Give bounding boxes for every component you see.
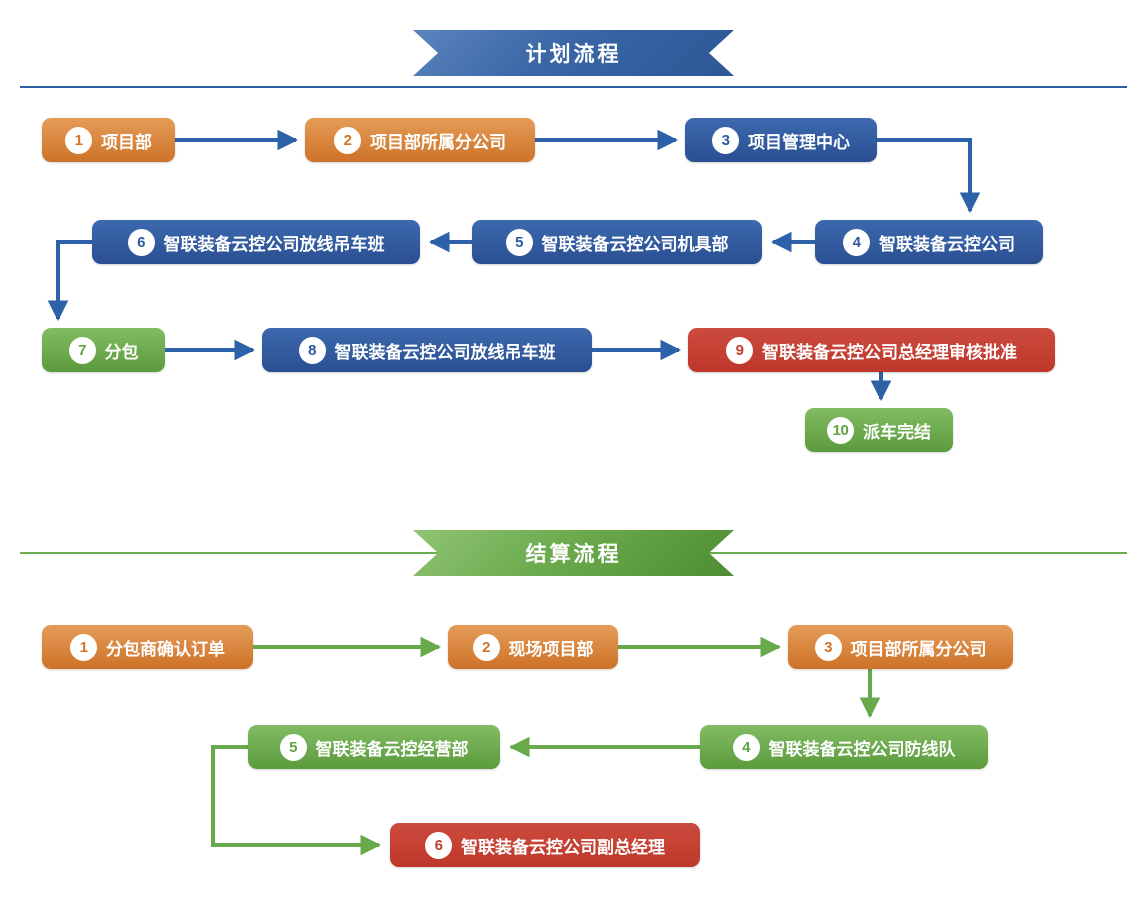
node-settle-6: 6 智联装备云控公司副总经理: [390, 823, 700, 867]
step-label: 智联装备云控公司副总经理: [461, 837, 665, 857]
step-label: 项目部: [101, 132, 152, 152]
plan-banner-ribbon: 计划流程: [413, 30, 734, 76]
step-number-badge: 5: [505, 228, 533, 256]
step-number-badge: 9: [726, 336, 753, 364]
node-settle-4: 4 智联装备云控公司防线队: [700, 725, 988, 769]
connector-plan-3-4: [877, 138, 981, 214]
step-label: 智联装备云控公司总经理审核批准: [762, 342, 1017, 362]
settle-banner-title: 结算流程: [525, 543, 622, 566]
node-plan-4: 4 智联装备云控公司: [815, 220, 1043, 264]
step-number-badge: 3: [712, 126, 739, 154]
connector-plan-6-7: [47, 240, 92, 322]
node-plan-7: 7 分包: [42, 328, 165, 372]
step-number-badge: 5: [279, 733, 307, 761]
step-label: 分包商确认订单: [106, 639, 225, 659]
step-number-badge: 1: [65, 126, 92, 154]
node-plan-9: 9 智联装备云控公司总经理审核批准: [688, 328, 1055, 372]
step-label: 智联装备云控公司机具部: [541, 234, 729, 254]
settle-banner-ribbon: 结算流程: [413, 530, 734, 576]
step-label: 智联装备云控公司放线吊车班: [334, 342, 556, 362]
node-plan-1: 1 项目部: [42, 118, 175, 162]
node-plan-6: 6 智联装备云控公司放线吊车班: [92, 220, 420, 264]
node-plan-10: 10 派车完结: [805, 408, 953, 452]
step-number-badge: 10: [827, 416, 854, 444]
step-label: 项目部所属分公司: [850, 639, 987, 659]
step-number-badge: 2: [334, 126, 361, 154]
step-number-badge: 4: [732, 733, 760, 761]
step-label: 智联装备云控公司放线吊车班: [163, 234, 385, 254]
plan-banner-title: 计划流程: [525, 43, 622, 66]
node-settle-3: 3 项目部所属分公司: [788, 625, 1013, 669]
step-number-badge: 6: [127, 228, 155, 256]
step-number-badge: 4: [843, 228, 870, 256]
step-label: 派车完结: [863, 422, 931, 442]
step-label: 分包: [104, 342, 139, 362]
step-number-badge: 1: [70, 633, 97, 661]
step-number-badge: 2: [472, 633, 500, 661]
plan-divider-line: [20, 86, 1127, 88]
step-label: 智联装备云控公司: [879, 234, 1015, 254]
step-label: 智联装备云控经营部: [315, 739, 469, 759]
node-settle-5: 5 智联装备云控经营部: [248, 725, 500, 769]
step-number-badge: 6: [425, 831, 452, 859]
step-number-badge: 3: [814, 633, 842, 661]
step-number-badge: 8: [298, 336, 326, 364]
node-plan-8: 8 智联装备云控公司放线吊车班: [262, 328, 592, 372]
step-number-badge: 7: [68, 336, 96, 364]
step-label: 智联装备云控公司防线队: [768, 739, 956, 759]
node-plan-2: 2 项目部所属分公司: [305, 118, 535, 162]
node-settle-1: 1 分包商确认订单: [42, 625, 253, 669]
step-label: 项目部所属分公司: [370, 132, 506, 152]
node-plan-3: 3 项目管理中心: [685, 118, 877, 162]
node-settle-2: 2 现场项目部: [448, 625, 618, 669]
node-plan-5: 5 智联装备云控公司机具部: [472, 220, 762, 264]
step-label: 现场项目部: [508, 639, 594, 659]
step-label: 项目管理中心: [748, 132, 850, 152]
